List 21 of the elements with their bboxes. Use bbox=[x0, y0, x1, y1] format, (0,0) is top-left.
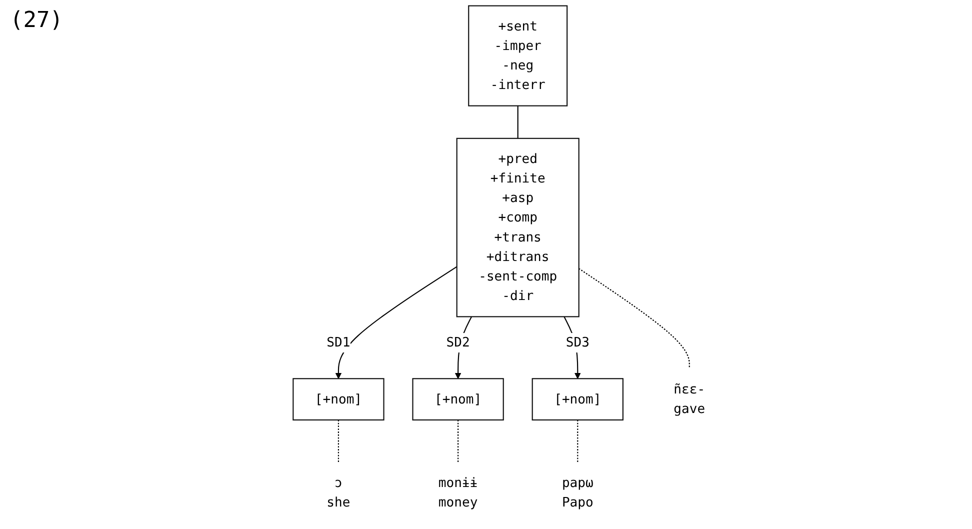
node-text: papω Papo bbox=[562, 475, 594, 510]
edge-label: SD3 bbox=[566, 335, 590, 350]
edge-label: SD2 bbox=[446, 335, 470, 350]
node-text: ñɛɛ- gave bbox=[674, 382, 706, 417]
example-number: (27) bbox=[10, 8, 63, 33]
node-box: [+nom] bbox=[412, 378, 504, 420]
node-text: monɨɨ money bbox=[438, 475, 478, 510]
arrow bbox=[335, 266, 458, 379]
node-box: +sent -imper -neg -interr bbox=[468, 5, 568, 106]
arrow bbox=[564, 316, 581, 379]
edge-label: SD1 bbox=[326, 335, 350, 350]
connector bbox=[577, 420, 578, 462]
node-box: +pred +finite +asp +comp +trans +ditrans -sent-comp -dir bbox=[456, 138, 580, 318]
connector bbox=[578, 268, 690, 369]
connector bbox=[517, 106, 518, 138]
node-text: ɔ she bbox=[326, 475, 350, 510]
node-box: [+nom] bbox=[292, 378, 384, 420]
arrow bbox=[454, 316, 472, 379]
node-box: [+nom] bbox=[532, 378, 624, 420]
connector bbox=[458, 420, 459, 462]
connector bbox=[338, 420, 339, 462]
